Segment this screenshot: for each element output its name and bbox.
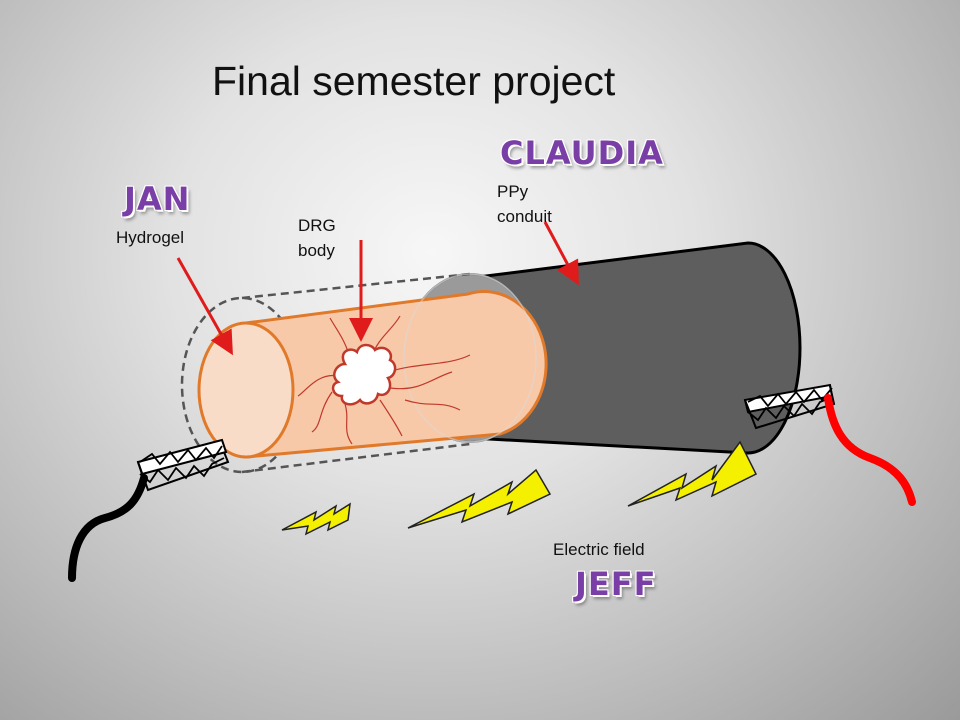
lightning-bolt-large (627, 440, 758, 507)
label-hydrogel: Hydrogel (116, 228, 185, 247)
lightning-bolt-medium (407, 468, 552, 529)
label-ppy-line1: PPy (497, 182, 529, 201)
arrow-ppy (543, 221, 579, 286)
label-drg-line1: DRG (298, 216, 336, 235)
label-drg-body: DRG body (298, 214, 336, 263)
left-electrode-clip (136, 438, 230, 492)
right-electrode-clip (743, 383, 836, 430)
name-jeff: JEFF (575, 565, 657, 603)
arrow-hydrogel (176, 257, 233, 356)
black-lead-wire (68, 474, 148, 582)
label-ppy-conduit: PPy conduit (497, 180, 552, 229)
name-claudia: CLAUDIA (500, 134, 664, 172)
red-lead-wire (824, 394, 916, 506)
page-title: Final semester project (212, 58, 616, 104)
label-electric-field: Electric field (553, 540, 645, 559)
name-jan: JAN (124, 180, 191, 218)
label-drg-line2: body (298, 240, 335, 260)
lightning-bolt-small (281, 502, 351, 536)
drg-body (331, 343, 397, 406)
label-ppy-line2: conduit (497, 206, 552, 226)
